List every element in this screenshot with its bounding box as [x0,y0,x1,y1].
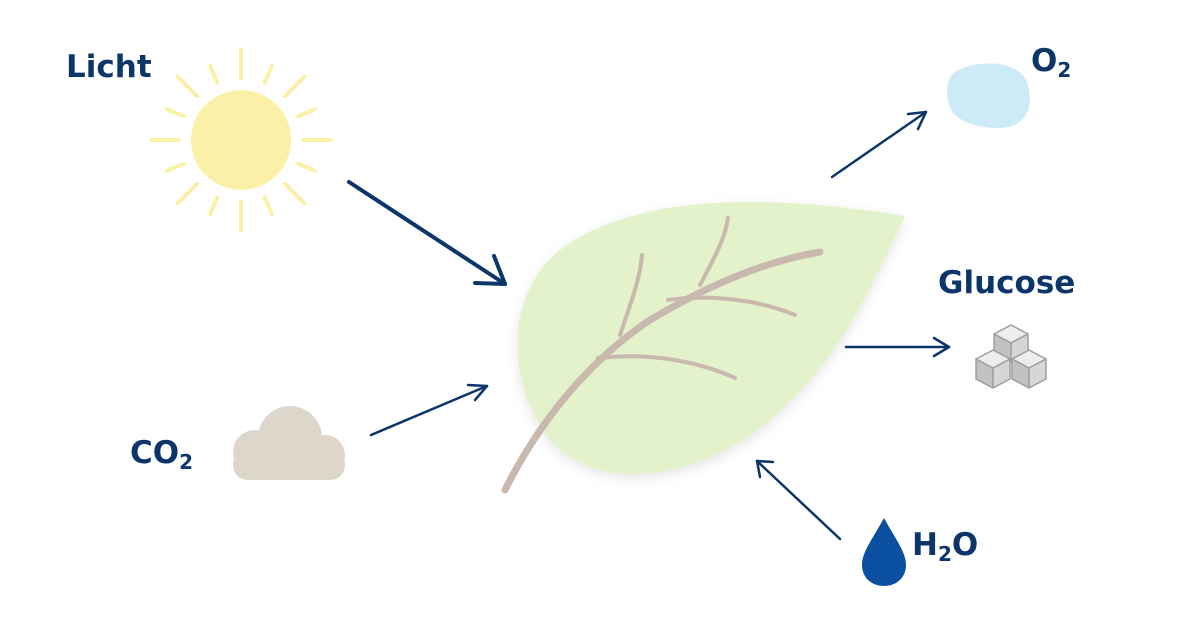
co2-subscript: 2 [179,450,194,474]
leaf-stem [501,248,824,494]
sun-ray [165,161,186,173]
h2o-suffix: O [951,527,979,563]
sun-ray [165,107,186,119]
sun-ray [175,181,200,206]
leaf-vein [666,295,797,317]
sun-ray [262,64,274,85]
leaf-vein [698,216,730,287]
oxygen-blob-icon [947,63,1030,128]
sun-ray [282,181,307,206]
leaf-icon [501,202,905,494]
arrow-co2-to-leaf [369,383,489,437]
label-glucose: Glucose [938,268,1075,299]
arrow-leaf-to-glucose [844,336,951,358]
label-licht: Licht [66,52,152,83]
label-h2o: H2O [912,527,979,565]
licht-text: Licht [66,49,152,85]
label-o2: O2 [1031,43,1071,81]
h2o-subscript: 2 [937,542,952,566]
sun-ray [208,64,220,85]
glucose-text: Glucose [938,265,1076,301]
sun-icon [149,48,333,232]
leaf-vein [618,253,644,337]
arrow-light-to-leaf [347,180,507,286]
cloud-icon [233,406,345,480]
o2-base: O [1031,43,1058,79]
sun-ray [175,74,200,99]
sun-ray [296,161,317,173]
leaf-vein [596,354,737,380]
co2-base: CO [130,435,180,471]
arrow-h2o-to-leaf [755,459,842,541]
o2-subscript: 2 [1057,58,1072,82]
sun-ray [282,74,307,99]
sugar-cubes-icon [975,324,1047,389]
sun-ray [296,107,317,119]
water-drop-icon [862,518,906,586]
label-co2: CO2 [130,435,193,473]
sun-ray [262,195,274,216]
sun-ray [208,195,220,216]
h2o-prefix: H [912,527,938,563]
arrow-leaf-to-o2 [830,110,928,179]
